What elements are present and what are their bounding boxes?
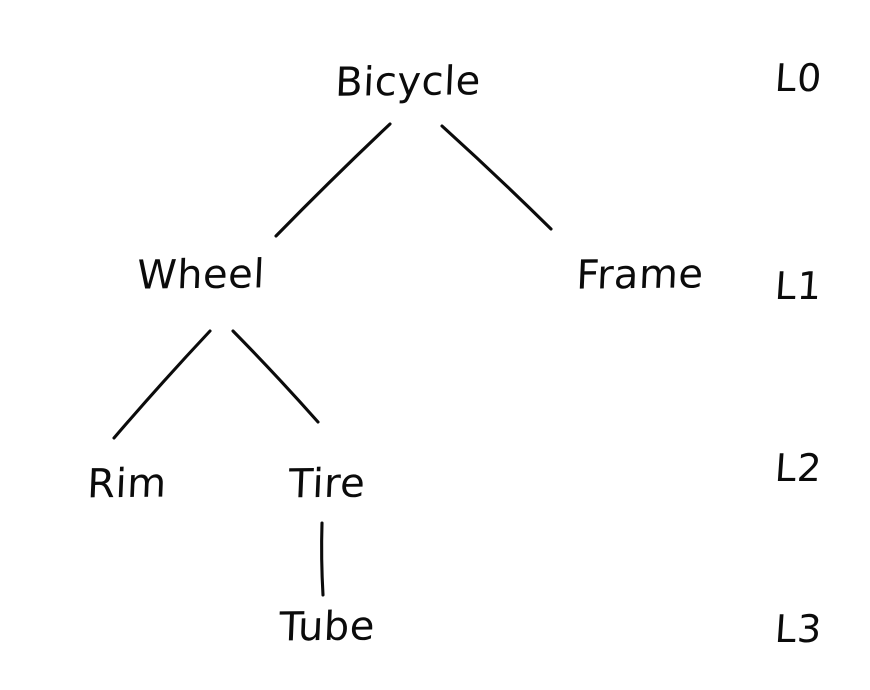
tree-edge-bicycle-to-frame	[440, 124, 553, 231]
tree-edge-wheel-to-rim	[112, 329, 212, 440]
tree-node-tube[interactable]: Tube	[278, 603, 376, 651]
level-label-l1: L1	[773, 264, 824, 308]
level-label-l2: L2	[773, 446, 824, 490]
tree-node-bicycle[interactable]: Bicycle	[334, 58, 482, 106]
tree-edge-tire-to-tube	[320, 521, 325, 597]
tree-node-wheel[interactable]: Wheel	[136, 251, 266, 299]
level-label-l3: L3	[773, 607, 824, 651]
tree-edges	[112, 122, 553, 597]
tree-node-tire[interactable]: Tire	[287, 460, 367, 508]
tree-node-rim[interactable]: Rim	[86, 460, 168, 508]
tree-edge-wheel-to-tire	[231, 329, 320, 424]
tree-node-frame[interactable]: Frame	[575, 251, 705, 299]
tree-edge-bicycle-to-wheel	[274, 122, 392, 238]
level-label-l0: L0	[773, 56, 824, 100]
